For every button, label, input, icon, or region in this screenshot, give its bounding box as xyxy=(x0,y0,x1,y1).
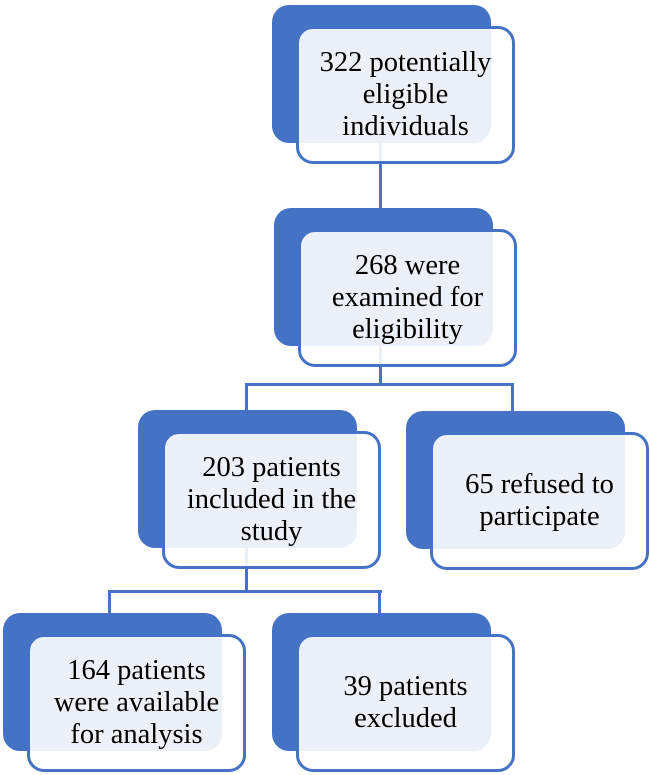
connector-eligible-to-examined xyxy=(379,130,382,260)
connector-branch1-horizontal xyxy=(245,383,514,386)
node-box: 322 potentially eligible individuals xyxy=(296,26,515,164)
node-label: 268 were examined for eligibility xyxy=(331,249,484,346)
flow-node-patients-excluded: 39 patients excluded xyxy=(272,613,515,773)
node-label: 39 patients excluded xyxy=(343,670,468,734)
flow-node-included-in-study: 203 patients included in the study xyxy=(138,410,381,570)
connector-branch1-to-refused xyxy=(511,383,514,435)
connector-branch1-to-included xyxy=(245,383,248,443)
node-label: 203 patients included in the study xyxy=(186,451,357,548)
connector-branch2-to-analyzed xyxy=(108,590,111,645)
flow-node-refused-to-participate: 65 refused to participate xyxy=(406,411,649,571)
node-box: 39 patients excluded xyxy=(296,634,515,772)
node-label: 164 patients were available for analysis xyxy=(53,654,220,751)
node-box: 203 patients included in the study xyxy=(162,431,381,569)
connector-branch2-horizontal xyxy=(108,590,382,593)
flow-node-available-for-analysis: 164 patients were available for analysis xyxy=(3,613,246,773)
node-box: 164 patients were available for analysis xyxy=(27,634,246,772)
flow-node-examined-for-eligibility: 268 were examined for eligibility xyxy=(274,208,517,368)
node-label: 65 refused to participate xyxy=(465,468,614,532)
node-box: 65 refused to participate xyxy=(430,432,649,570)
connector-branch2-to-excluded xyxy=(378,590,381,645)
flow-node-eligible-individuals: 322 potentially eligible individuals xyxy=(272,5,515,165)
node-box: 268 were examined for eligibility xyxy=(298,229,517,367)
node-label: 322 potentially eligible individuals xyxy=(319,46,492,143)
